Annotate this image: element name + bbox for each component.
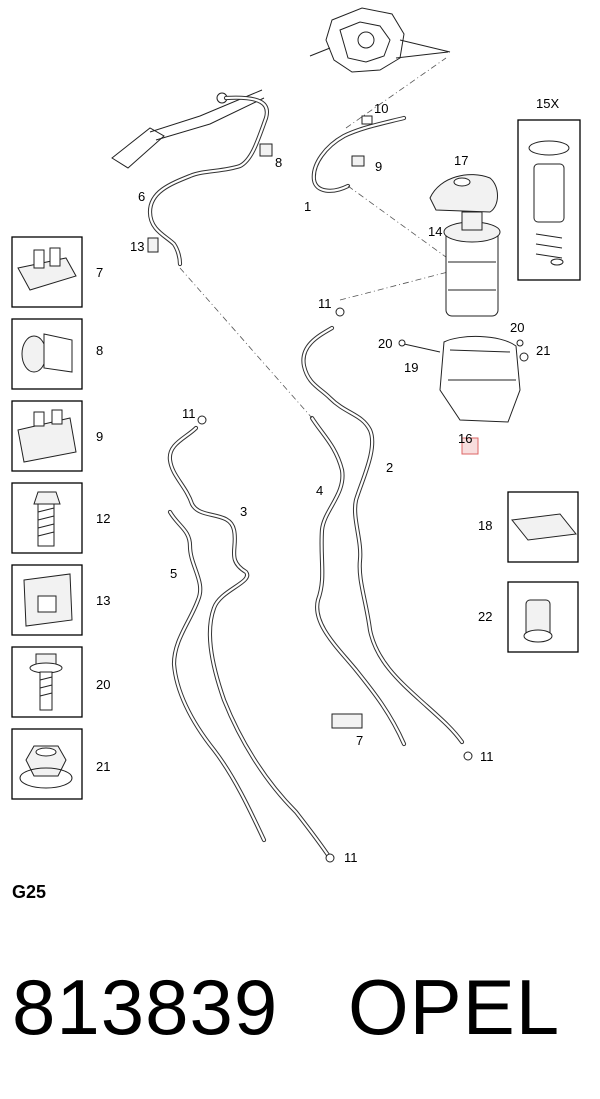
clip-7-bottom xyxy=(331,713,363,729)
callout-14: 14 xyxy=(428,224,442,239)
callout-11-c: 11 xyxy=(480,749,494,764)
clip-13 xyxy=(147,237,159,253)
clip-11-d xyxy=(325,853,335,863)
brand-name: OPEL xyxy=(348,963,561,1051)
callout-17: 17 xyxy=(454,153,468,168)
bracket-16 xyxy=(403,335,521,455)
fuel-filter-14 xyxy=(443,211,501,317)
legend-label-13: 13 xyxy=(96,593,110,608)
callout-7-bottom: 7 xyxy=(356,733,363,748)
callout-4: 4 xyxy=(316,483,323,498)
callout-11-d: 11 xyxy=(344,850,358,865)
callout-10: 10 xyxy=(374,101,388,116)
callout-3: 3 xyxy=(240,504,247,519)
legend-label-20: 20 xyxy=(96,677,110,692)
legend-box-8 xyxy=(11,318,83,390)
callout-9: 9 xyxy=(375,159,382,174)
fuel-lines xyxy=(147,95,465,861)
callout-18: 18 xyxy=(478,518,492,533)
clip-11-b xyxy=(197,415,207,425)
clip-11-c xyxy=(463,751,473,761)
cap-17 xyxy=(429,174,498,213)
clip-9 xyxy=(351,155,365,167)
callout-13: 13 xyxy=(130,239,144,254)
callout-22: 22 xyxy=(478,609,492,624)
legend-box-13 xyxy=(11,564,83,636)
legend-box-21 xyxy=(11,728,83,800)
legend-box-7 xyxy=(11,236,83,308)
callout-2: 2 xyxy=(386,460,393,475)
callout-labels: 1 2 3 4 5 6 7 8 9 10 11 11 11 11 13 14 1… xyxy=(96,96,559,865)
clip-8 xyxy=(259,143,273,157)
legend-label-12: 12 xyxy=(96,511,110,526)
legend-box-20 xyxy=(11,646,83,718)
page-code: G25 xyxy=(12,882,47,902)
legend-label-8: 8 xyxy=(96,343,103,358)
legend-label-7: 7 xyxy=(96,265,103,280)
legend-box-12 xyxy=(11,482,83,554)
callout-5: 5 xyxy=(170,566,177,581)
callout-11-a: 11 xyxy=(318,296,332,311)
legend-label-21: 21 xyxy=(96,759,110,774)
legend-box-9 xyxy=(11,400,83,472)
box-22 xyxy=(507,581,579,653)
part-number: 813839 xyxy=(12,963,279,1051)
callout-6: 6 xyxy=(138,189,145,204)
callout-1: 1 xyxy=(304,199,311,214)
callout-20-b: 20 xyxy=(510,320,524,335)
callout-21: 21 xyxy=(536,343,550,358)
legend-label-9: 9 xyxy=(96,429,103,444)
callout-8: 8 xyxy=(275,155,282,170)
kit-box-15x xyxy=(517,119,581,281)
engine-pump-illustration xyxy=(309,7,451,73)
box-18 xyxy=(507,491,579,563)
callout-19: 19 xyxy=(404,360,418,375)
callout-15x: 15X xyxy=(536,96,559,111)
clip-11-a xyxy=(335,307,345,317)
callout-11-b: 11 xyxy=(182,406,196,421)
clip-10 xyxy=(361,115,373,125)
callout-20-a: 20 xyxy=(378,336,392,351)
callout-16: 16 xyxy=(458,431,472,446)
injector-illustration xyxy=(111,89,265,169)
